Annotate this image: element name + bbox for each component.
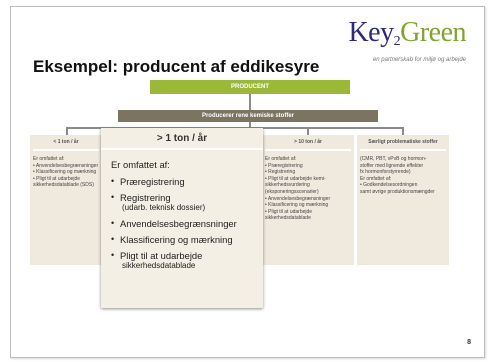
slide-title: Eksempel: producent af eddikesyre (33, 57, 320, 76)
item-label: Klassificering og mærkning (120, 234, 233, 245)
column-line: sikkerhedsdatablade (SDS) (33, 182, 94, 189)
connector-mid (249, 122, 251, 128)
column-line: • Klassificering og mærkning (33, 169, 97, 176)
list-item: Anvendelsesbegrænsninger (111, 218, 253, 229)
column-line: sikkerhedsvurdering (265, 182, 310, 189)
column-line: • Godkendelsesordningen (360, 182, 418, 189)
column-line: sikkerhedsdatablade (265, 215, 311, 222)
column-special-substances: Særligt problematiske stoffer (CMR, PBT,… (357, 135, 449, 265)
column-heading: > 10 ton / år (265, 135, 351, 151)
substances-bar: Producerer rene kemiske stoffer (118, 110, 378, 122)
column-line: (CMR, PBT, vPvB og hormon- (360, 156, 427, 162)
column-line: • Anvendelsesbegrænsninger (33, 162, 99, 169)
column-heading: Særligt problematiske stoffer (360, 135, 446, 151)
column-line: Er omfattet af: (33, 156, 65, 162)
column-line: • Pligt til at udarbejde (33, 175, 81, 182)
card-heading: > 1 ton / år (101, 128, 263, 150)
column-line: (eksponeringsscenarier) (265, 188, 319, 195)
logo-two: 2 (393, 34, 401, 49)
item-sub: (udarb. teknisk dossier) (122, 203, 206, 212)
connector-left (66, 127, 68, 135)
column-body: Er omfattet af: • Anvendelsesbegrænsning… (33, 151, 99, 189)
column-over-10-ton: > 10 ton / år Er omfattet af: • Præregis… (262, 135, 354, 265)
column-line: Er omfattet af: (265, 156, 297, 162)
page-number: 8 (467, 339, 471, 346)
list-item: Præregistrering (111, 176, 253, 187)
column-line: • Registrering (265, 169, 296, 176)
card-body: Er omfattet af: Præregistrering Registre… (101, 150, 263, 271)
item-label: Registrering (120, 192, 171, 203)
obligations-list: Præregistrering Registrering(udarb. tekn… (111, 176, 253, 271)
column-body: (CMR, PBT, vPvB og hormon- stoffer med l… (360, 151, 446, 196)
card-over-1-ton: > 1 ton / år Er omfattet af: Præregistre… (101, 128, 263, 308)
column-heading: < 1 ton / år (33, 135, 99, 151)
column-line: fx hormonforstyrrende) (360, 169, 411, 176)
producer-bar: PRODUCENT (150, 80, 350, 94)
list-item: Registrering(udarb. teknisk dossier) (111, 192, 253, 213)
column-body: Er omfattet af: • Præregistrering • Regi… (265, 151, 351, 222)
key2green-logo: Key2Green en partnerskab for miljø og ar… (348, 19, 466, 64)
connector-right2 (402, 127, 404, 135)
list-item: Klassificering og mærkning (111, 234, 253, 245)
column-line: • Præregistrering (265, 162, 303, 169)
column-line: • Anvendelsesbegrænsninger (265, 195, 331, 202)
column-line: stoffer med lignende effekter (360, 162, 424, 169)
column-under-1-ton: < 1 ton / år Er omfattet af: • Anvendels… (30, 135, 102, 265)
card-intro: Er omfattet af: (111, 159, 170, 170)
logo-key: Key (348, 17, 394, 48)
item-label: Præregistrering (120, 176, 185, 187)
item-label: Pligt til at udarbejde (120, 250, 203, 261)
logo-tagline: en partnerskab for miljø og arbejde (372, 57, 466, 63)
column-line: • Pligt til at udarbejde kemi- (265, 175, 326, 182)
list-item: Pligt til at udarbejdesikkerhedsdatablad… (111, 250, 253, 271)
connector-right1 (307, 127, 309, 135)
item-sub: sikkerhedsdatablade (122, 261, 196, 270)
column-line: Er omfattet af: (360, 175, 392, 182)
item-label: Anvendelsesbegrænsninger (120, 218, 237, 229)
column-line: samt øvrige produktionsmængder (360, 188, 435, 195)
column-line: • Pligt til at udarbejde (265, 208, 313, 215)
connector-top (249, 94, 251, 110)
column-line: • Klassificering og mærkning (265, 202, 329, 209)
logo-green: Green (400, 17, 466, 48)
logo-wordmark: Key2Green (348, 19, 466, 56)
